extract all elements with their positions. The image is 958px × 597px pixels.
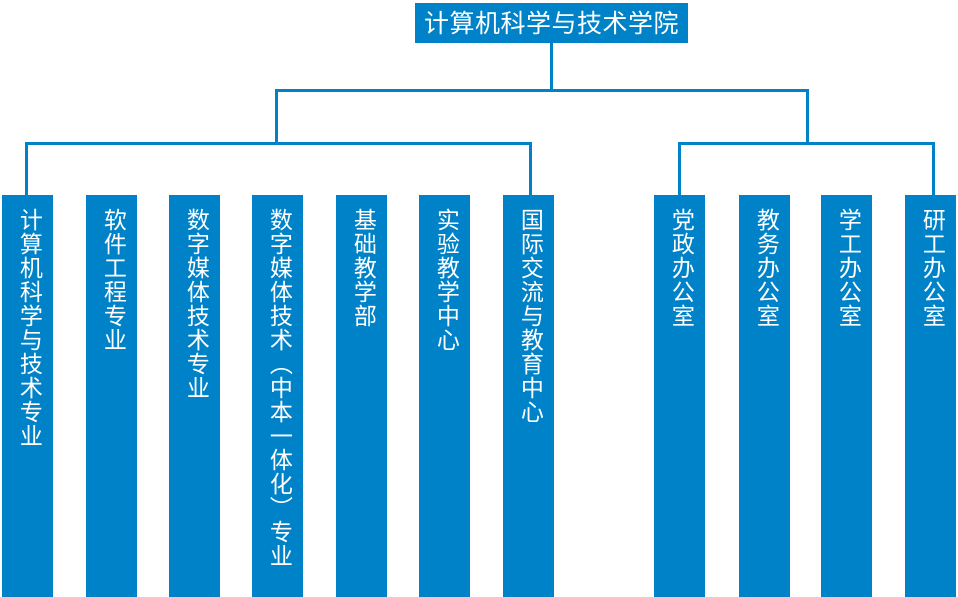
org-node-student-office[interactable]: 学工办公室 [821, 195, 872, 597]
org-node-se-major[interactable]: 软件工程专业 [86, 195, 137, 597]
connector-leaf-drop-party-office [678, 142, 681, 195]
org-node-student-office-label: 学工办公室 [834, 208, 861, 328]
connector-leaf-drop-grad-office [932, 142, 935, 195]
org-node-dmt-integrated[interactable]: 数字媒体技术（中本一体化）专业 [252, 195, 303, 597]
org-node-basic-teaching[interactable]: 基础教学部 [336, 195, 387, 597]
org-node-party-office[interactable]: 党政办公室 [654, 195, 705, 597]
connector-admin-group-drop [806, 89, 809, 144]
org-node-root[interactable]: 计算机科学与技术学院 [415, 3, 688, 43]
org-node-dmt-major[interactable]: 数字媒体技术专业 [169, 195, 220, 597]
org-node-grad-office[interactable]: 研工办公室 [905, 195, 956, 597]
org-node-lab-teaching-label: 实验教学中心 [432, 208, 459, 352]
org-node-cs-major-label: 计算机科学与技术专业 [15, 208, 42, 448]
org-node-root-label: 计算机科学与技术学院 [423, 8, 679, 38]
connector-leaf-drop-intl-exchange [529, 142, 532, 195]
org-node-grad-office-label: 研工办公室 [918, 208, 945, 328]
org-node-se-major-label: 软件工程专业 [99, 208, 126, 352]
org-node-intl-exchange-label: 国际交流与教育中心 [516, 208, 543, 424]
connector-academic-bus [25, 142, 532, 145]
connector-leaf-drop-cs-major [25, 142, 28, 195]
org-node-dmt-integrated-label: 数字媒体技术（中本一体化）专业 [265, 208, 292, 568]
org-node-cs-major[interactable]: 计算机科学与技术专业 [2, 195, 53, 597]
connector-level2-bus [275, 89, 809, 92]
org-node-basic-teaching-label: 基础教学部 [349, 208, 376, 328]
connector-admin-bus [678, 142, 935, 145]
org-node-intl-exchange[interactable]: 国际交流与教育中心 [503, 195, 554, 597]
org-node-academic-office-label: 教务办公室 [752, 208, 779, 328]
connector-academic-group-drop [275, 89, 278, 144]
org-node-lab-teaching[interactable]: 实验教学中心 [419, 195, 470, 597]
connector-root-stem [550, 43, 553, 91]
org-node-dmt-major-label: 数字媒体技术专业 [182, 208, 209, 400]
org-node-academic-office[interactable]: 教务办公室 [739, 195, 790, 597]
org-node-party-office-label: 党政办公室 [667, 208, 694, 328]
